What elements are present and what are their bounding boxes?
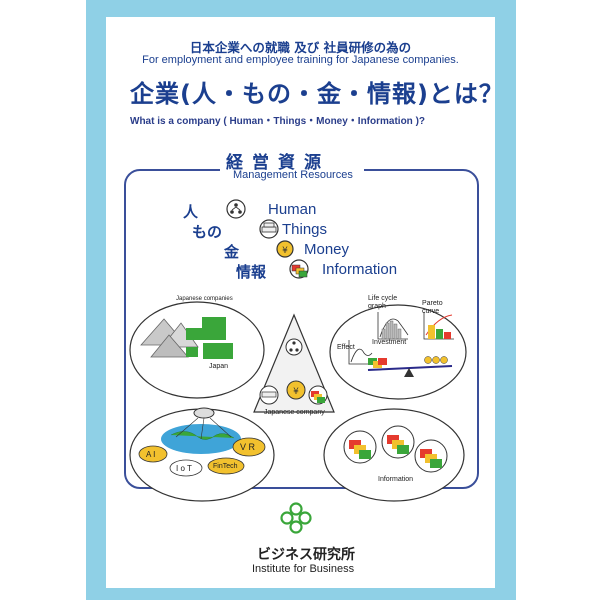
publisher-name-en: Institute for Business: [252, 563, 355, 575]
resource-information-en: Information: [322, 261, 398, 278]
things-icon: [259, 219, 279, 239]
resource-things-en: Things: [282, 221, 328, 238]
yen-coin-icon: ¥: [276, 240, 294, 258]
title-jp: 企業(人・もの・金・情報)とは？: [130, 80, 495, 108]
publisher-name-jp: ビジネス研究所: [257, 547, 355, 563]
resource-information-jp: 情報: [236, 263, 267, 281]
management-resources-label-jp: 経営資源: [226, 153, 330, 173]
resource-icons: ¥: [226, 199, 309, 279]
pareto-curve-label: Pareto curve: [422, 300, 443, 315]
management-charts-oval: [329, 304, 467, 400]
panel-label-background: [220, 147, 364, 185]
management-resources-label-en: Management Resources: [233, 169, 353, 181]
publisher-logo: [280, 502, 312, 534]
life-cycle-graph-label: Life cycle graph: [368, 295, 398, 310]
resource-money-en: Money: [304, 241, 350, 258]
resource-things-jp: もの: [192, 223, 223, 241]
vr-label: V R: [240, 442, 256, 452]
information-cards-icon: [289, 259, 309, 279]
resource-money-jp: 金: [224, 243, 240, 261]
information-oval: [323, 408, 465, 502]
cover-page: 日本企業への就職 及び 社員研修の為の For employment and e…: [106, 17, 495, 588]
people-icon: [226, 199, 246, 219]
iot-label: I o T: [176, 464, 192, 473]
japan-oval: [129, 301, 265, 399]
investment-label: Investment: [372, 339, 407, 346]
japanese-companies-label: Japanese companies: [176, 296, 233, 302]
title-en: What is a company ( Human・Things・Money・I…: [130, 116, 426, 127]
subtitle-en: For employment and employee training for…: [142, 54, 459, 66]
technology-oval: [129, 407, 275, 502]
svg-text:¥: ¥: [282, 246, 288, 256]
illustrations: ¥: [129, 301, 467, 534]
japanese-company-pyramid: ¥: [253, 313, 335, 413]
japan-label: Japan: [209, 363, 229, 370]
resource-human-jp: 人: [183, 203, 199, 221]
subtitle-jp: 日本企業への就職 及び 社員研修の為の: [189, 40, 412, 55]
japanese-company-label: Japanese company: [264, 409, 325, 416]
information-label: Information: [378, 476, 414, 483]
effect-label: Effect: [337, 344, 355, 351]
resource-human-en: Human: [268, 201, 317, 218]
svg-text:¥: ¥: [293, 387, 299, 397]
ai-label: A I: [146, 450, 156, 459]
fintech-label: FinTech: [213, 463, 238, 470]
